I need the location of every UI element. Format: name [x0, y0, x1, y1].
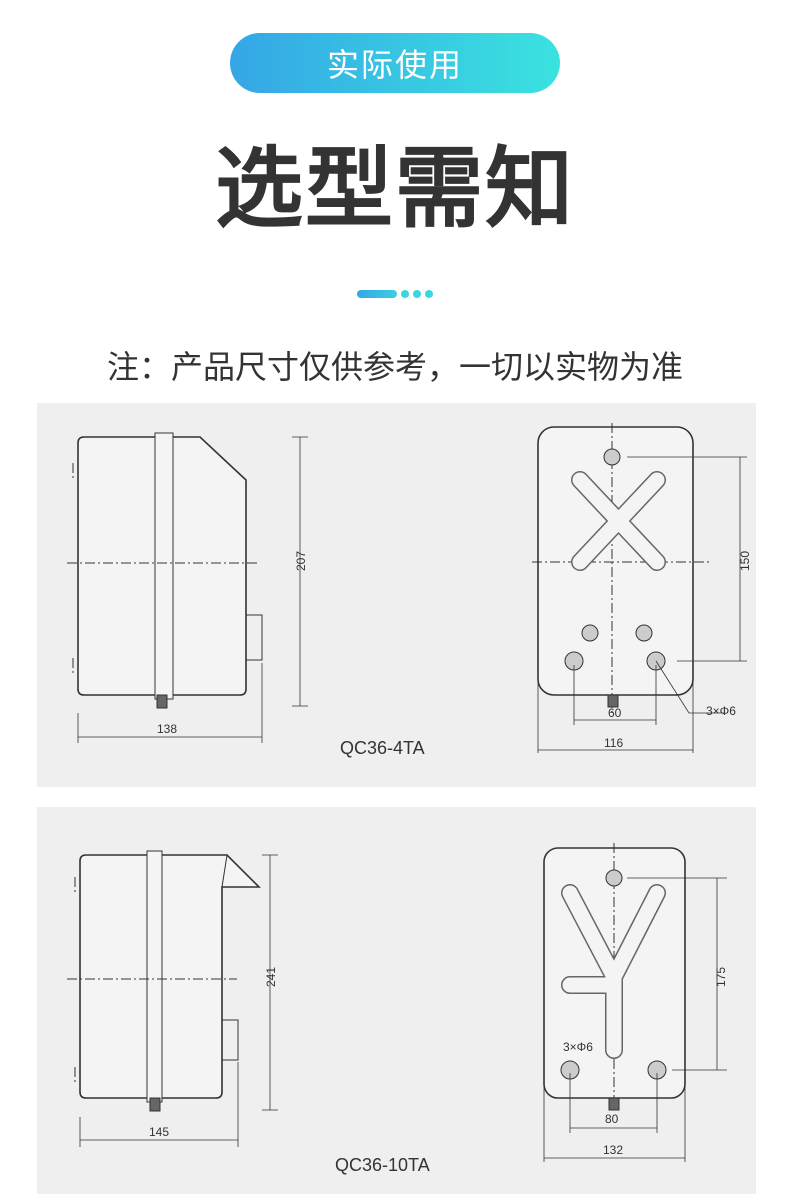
side-view — [67, 850, 278, 1147]
dim-height: 207 — [294, 551, 308, 571]
decorative-dots — [357, 290, 433, 298]
dim-width: 132 — [603, 1143, 623, 1157]
drawing-panel-qc36-4ta: 207 138 QC36-4TA 150 60 116 3×Φ6 — [37, 403, 756, 787]
dim-depth: 145 — [149, 1125, 169, 1139]
side-view — [67, 432, 308, 743]
model-label: QC36-10TA — [335, 1155, 430, 1175]
section-badge: 实际使用 — [230, 33, 560, 93]
hole-spec: 3×Φ6 — [563, 1040, 593, 1054]
front-view — [543, 843, 727, 1162]
dim-height: 241 — [264, 967, 278, 987]
drawing-panel-qc36-10ta: 241 145 QC36-10TA 175 80 132 3×Φ6 — [37, 807, 756, 1194]
model-label: QC36-4TA — [340, 738, 425, 758]
dim-depth: 138 — [157, 722, 177, 736]
disclaimer-note: 注：产品尺寸仅供参考，一切以实物为准 — [106, 348, 683, 386]
dim-hole-horizontal: 60 — [608, 706, 622, 720]
dim-width: 116 — [604, 736, 623, 750]
dim-hole-horizontal: 80 — [605, 1112, 619, 1126]
dim-hole-vertical: 175 — [714, 967, 728, 987]
front-view — [532, 423, 747, 753]
hole-spec: 3×Φ6 — [706, 704, 736, 718]
dim-hole-vertical: 150 — [738, 551, 752, 571]
page-title: 选型需知 — [214, 137, 575, 240]
